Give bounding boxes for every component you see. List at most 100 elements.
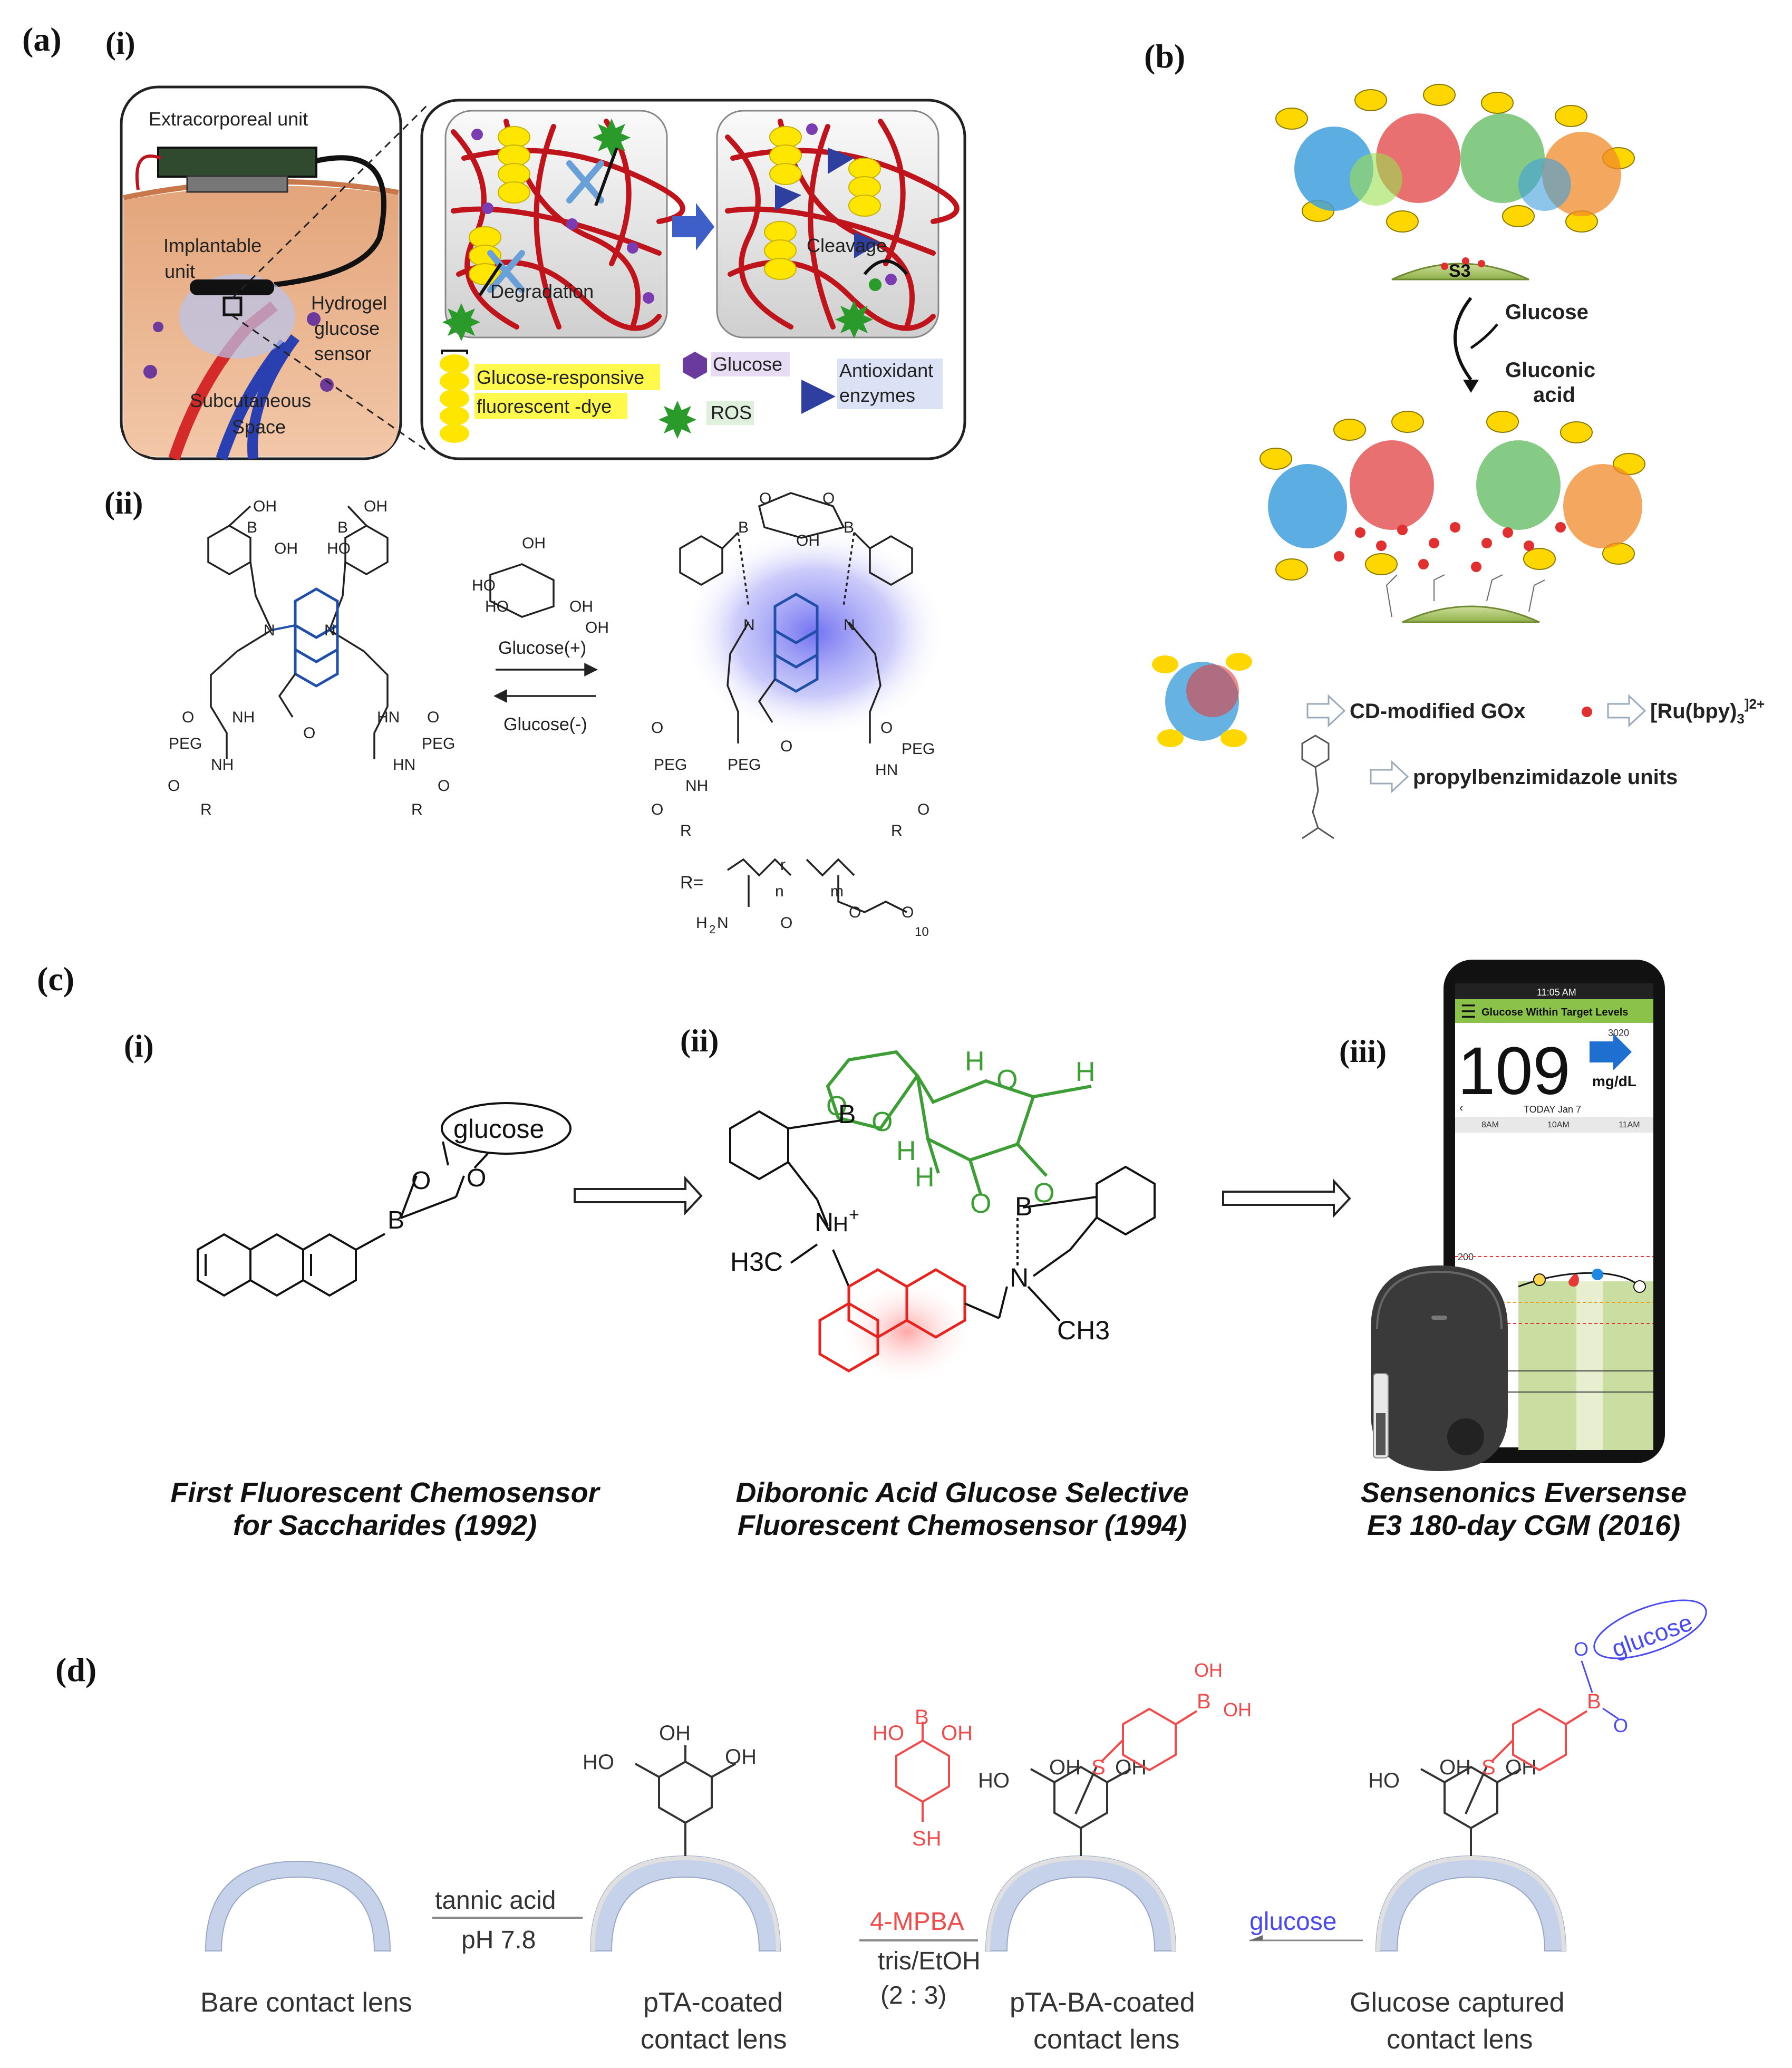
svg-text:OH: OH [569,598,593,615]
panel-b: S3 Glucose Gluconic acid [1152,84,1765,839]
lens-pta [589,1855,781,1951]
svg-text:R: R [411,801,423,818]
label-subcut-2: Space [232,416,286,438]
extracorporeal-device [157,147,317,178]
svg-text:PEG: PEG [902,740,935,758]
label-ch3: CH3 [1057,1316,1110,1345]
legend-enzyme: Antioxidant enzymes [801,359,943,414]
caption-c-iii-line1: Sensenonics Eversense [1360,1477,1687,1509]
legend-dye-label-2: fluorescent -dye [477,395,612,417]
panel-label-a-ii: (ii) [104,486,143,520]
svg-text:10: 10 [915,925,929,939]
svg-text:H: H [965,1046,985,1077]
svg-text:B: B [1197,1690,1211,1713]
svg-text:OH: OH [1049,1756,1081,1779]
svg-text:B: B [337,519,348,536]
phone-date: TODAY Jan 7 [1524,1104,1581,1115]
svg-text:NH: NH [211,756,234,774]
label-implantable: Implantable [163,235,261,256]
label-tannic: tannic acid [435,1887,556,1915]
svg-text:O: O [1613,1715,1628,1736]
svg-text:NH: NH [685,777,708,795]
label-s3: S3 [1449,261,1471,281]
label-ptaba-1: pTA-BA-coated [1010,1987,1195,2018]
svg-text:O: O [780,914,792,932]
caption-c-iii-line2: E3 180-day CGM (2016) [1367,1510,1681,1541]
phone-tick-1: 8AM [1481,1120,1499,1129]
phone-unit: mg/dL [1592,1073,1636,1089]
trend-arrow-icon [1590,1033,1632,1070]
svg-text:O: O [780,738,792,755]
glucose-oval-c [441,1102,571,1155]
svg-text:R: R [200,801,212,818]
svg-text:O: O [826,1091,847,1122]
svg-text:H: H [896,1136,916,1166]
svg-text:2: 2 [709,923,715,936]
svg-text:OH: OH [725,1745,757,1769]
phone-small: 3020 [1608,1028,1629,1038]
process-arrow [672,203,714,250]
legend-pbi-label: propylbenzimidazole units [1413,766,1678,789]
svg-text:B: B [1015,1192,1032,1221]
svg-text:OH: OH [522,535,546,552]
svg-text:n: n [775,883,784,900]
panel-label-b: (b) [1144,37,1186,75]
legend-ru-label: [Ru(bpy) [1650,700,1737,723]
label-hydrogel-1: Hydrogel [311,292,387,314]
svg-text:PEG: PEG [654,756,687,774]
label-degradation: Degradation [490,281,594,302]
legend-ros: ROS [658,401,754,439]
panel-label-a: (a) [22,21,62,58]
panel-a-i: Extracorporeal unit Implantable unit Hyd… [120,85,966,461]
label-mpba: 4-MPBA [870,1908,964,1936]
svg-text:PEG: PEG [169,735,202,752]
svg-text:B: B [738,519,749,536]
svg-text:SH: SH [912,1827,942,1850]
svg-text:R: R [891,822,903,839]
svg-text:O: O [303,724,315,742]
panel-label-d: (d) [55,1651,97,1688]
label-glucose-minus: Glucose(-) [503,714,587,735]
phone-header-bar [1455,999,1653,1023]
svg-text:H: H [1076,1057,1096,1087]
svg-text:HO: HO [472,577,496,594]
svg-text:NH: NH [232,709,255,726]
molecule-right [679,492,913,743]
caption-c-ii-line1: Diboronic Acid Glucose Selective [735,1477,1189,1509]
phone-tick-2: 10AM [1547,1120,1570,1129]
legend-ru-sup: ]2+ [1745,696,1765,712]
label-ph: pH 7.8 [461,1926,536,1954]
caption-c-i: First Fluorescent Chemosensor for Saccha… [137,1476,633,1542]
svg-text:O: O [849,904,861,921]
svg-text:HO: HO [327,540,351,557]
label-cleavage: Cleavage [807,235,887,256]
legend-ros-label: ROS [711,402,752,423]
legend-ru-sub: 3 [1737,711,1744,727]
label-captured-1: Glucose captured [1350,1987,1565,2018]
legend-enzyme-label-2: enzymes [839,384,915,406]
r-label: R= [680,873,703,893]
label-hydrogel-2: glucose [314,317,380,339]
label-pta-2: contact lens [641,2024,787,2055]
svg-text:OH: OH [796,532,820,549]
svg-text:O: O [1574,1638,1588,1660]
svg-text:H: H [915,1162,935,1193]
phone-header: Glucose Within Target Levels [1481,1007,1628,1018]
svg-text:H: H [833,1213,848,1236]
nanoparticle-top [1275,84,1635,281]
glucose-label-c: glucose [453,1114,544,1144]
chemosensor-1992 [197,1102,571,1297]
svg-text:B: B [388,1206,404,1234]
svg-text:O: O [168,777,180,795]
svg-text:N: N [717,914,729,932]
svg-text:B: B [838,1099,856,1129]
caption-c-iii: Sensenonics Eversense E3 180-day CGM (20… [1307,1476,1740,1542]
svg-text:B: B [247,519,257,536]
svg-text:S: S [1091,1756,1106,1779]
label-hydrogel-3: sensor [314,343,371,364]
svg-text:[Ru(bpy)3]2+: [Ru(bpy)3]2+ [1650,696,1765,727]
svg-text:N: N [1010,1263,1029,1292]
